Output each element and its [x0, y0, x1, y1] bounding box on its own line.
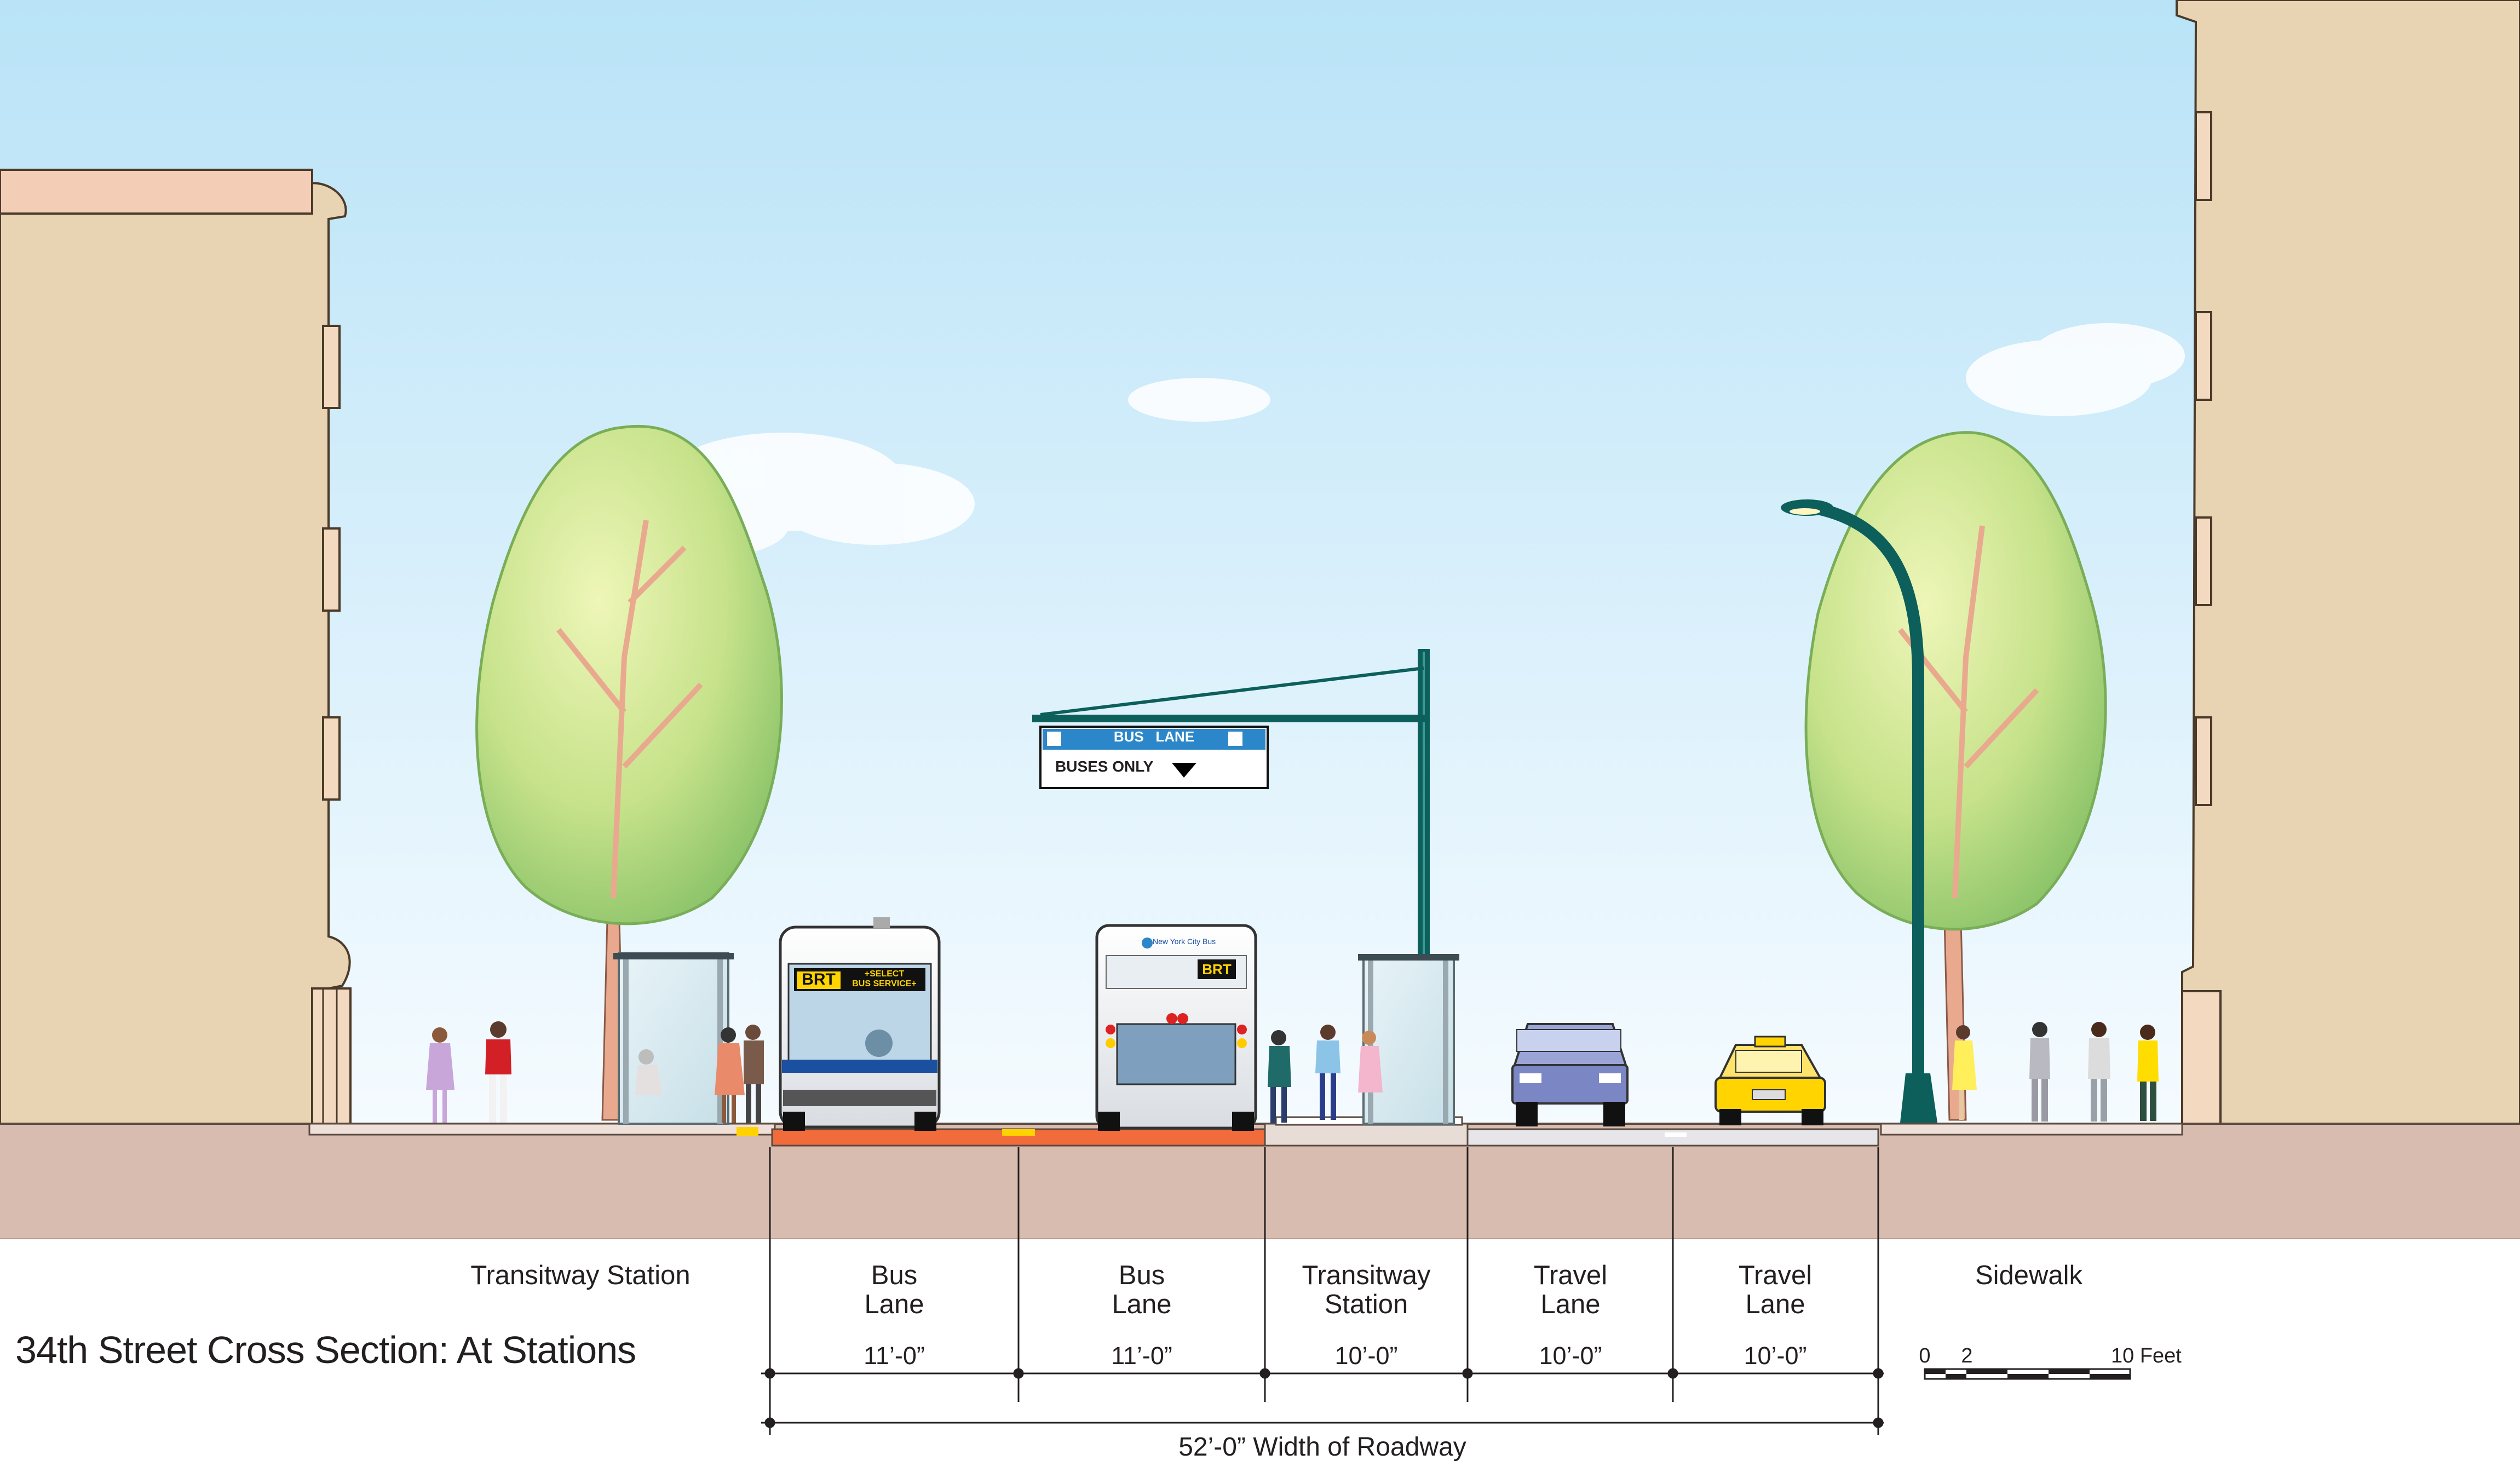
bus-front-code: BRT [802, 970, 836, 988]
right-building [2176, 0, 2520, 1125]
pedestrian-right-2 [2029, 1022, 2050, 1122]
pedestrian-right-1 [1952, 1025, 1977, 1120]
bus-front-view [779, 917, 941, 1131]
zone-label-travel-lane-2-line1: Travel [1738, 1261, 1813, 1290]
pedestrian-station-1 [1268, 1030, 1291, 1123]
scale-tick-10-feet: 10 Feet [2111, 1344, 2182, 1367]
zone-width-transitway-station: 10’-0” [1334, 1342, 1398, 1370]
total-width-label: 52’-0” Width of Roadway [1178, 1433, 1466, 1462]
zone-label-bus-lane-1-line2: Lane [864, 1290, 924, 1319]
pedestrians [426, 1021, 2159, 1123]
pickup-truck [1511, 1023, 1629, 1126]
pedestrian-woman-shelter [715, 1027, 745, 1123]
scale-bar [1924, 1368, 2131, 1380]
sign-bottom-text: BUSES ONLY [1055, 758, 1154, 775]
bus-rear-brand: New York City Bus [1153, 937, 1216, 946]
pedestrian-station-2 [1315, 1025, 1340, 1120]
zone-width-travel-lane-1: 10’-0” [1539, 1342, 1602, 1370]
zone-label-travel-lane-2-line2: Lane [1745, 1290, 1805, 1319]
scale-tick-2: 2 [1961, 1344, 1973, 1367]
zone-label-transitway-station-line2: Station [1324, 1290, 1408, 1319]
scale-tick-0: 0 [1919, 1344, 1931, 1367]
zone-label-bus-lane-1-line1: Bus [871, 1261, 918, 1290]
zone-label-transitway-station-line1: Transitway [1302, 1261, 1431, 1290]
zone-label-travel-lane-1-line1: Travel [1533, 1261, 1608, 1290]
bus-rear-code: BRT [1202, 961, 1232, 978]
bus-lane-sign [1039, 726, 1269, 789]
dimension-lines [761, 1147, 1884, 1435]
zone-label-bus-lane-2-line2: Lane [1112, 1290, 1172, 1319]
sign-top-text: BUS LANE [1113, 728, 1195, 745]
zone-label-bus-lane-2-line1: Bus [1118, 1261, 1165, 1290]
left-building [0, 169, 352, 1125]
right-bus-shelter [1358, 954, 1459, 1125]
pedestrian-station-3 [1358, 1031, 1383, 1092]
pedestrian-right-4 [2137, 1025, 2159, 1121]
pedestrian-woman-left [426, 1027, 454, 1123]
bus-front-line2: BUS SERVICE+ [852, 979, 917, 988]
zone-width-bus-lane-2: 11’-0” [1111, 1342, 1172, 1370]
pedestrian-right-3 [2088, 1022, 2110, 1122]
pedestrian-man-shelter [744, 1025, 764, 1123]
bus-rear-view [1095, 924, 1257, 1131]
zone-label-travel-lane-1-line2: Lane [1540, 1290, 1601, 1319]
zone-width-travel-lane-2: 10’-0” [1744, 1342, 1807, 1370]
pedestrian-man-red [485, 1021, 511, 1123]
bus-front-line1: +SELECT [864, 969, 905, 979]
zone-label-sidewalk: Sidewalk [1975, 1261, 2083, 1290]
sky [0, 0, 2520, 1124]
pedestrian-seated [635, 1049, 663, 1095]
street-lamp [1781, 499, 1937, 1123]
taxi [1714, 1036, 1826, 1125]
left-tree [475, 424, 783, 1121]
zone-width-bus-lane-1: 11’-0” [864, 1342, 925, 1370]
diagram-title: 34th Street Cross Section: At Stations [15, 1329, 636, 1371]
left-bus-shelter [613, 952, 734, 1125]
zone-label-transitway-station-left: Transitway Station [470, 1261, 691, 1290]
